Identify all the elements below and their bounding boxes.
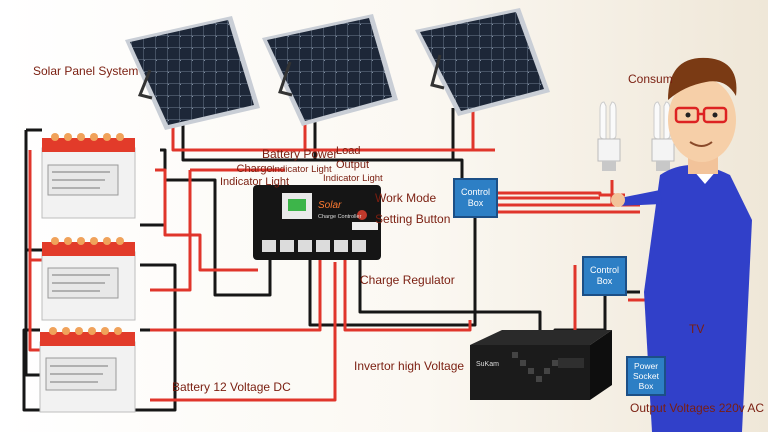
solar-panel-system-label: Solar Panel System (33, 64, 139, 78)
battery-label: Battery 12 Voltage DC (172, 380, 291, 394)
indicator-light-label: Indicator Light (272, 164, 332, 175)
presenter-character (611, 57, 752, 432)
solar-panel-3 (415, 8, 550, 116)
battery-power-label: Battery Power (262, 147, 338, 161)
controller-subtitle: Charge Controller (318, 214, 362, 220)
output-voltage-label: Output Voltages 220v AC (630, 401, 765, 415)
charge-indicator-label: Charge Indicator Light (220, 163, 290, 188)
inverter-label: Invertor high Voltage (354, 359, 465, 373)
solar-panel-2 (262, 14, 398, 126)
setting-button-label: Setting Button (375, 212, 451, 226)
controller-brand: Solar (318, 200, 342, 211)
charge-controller (253, 185, 381, 260)
battery-2 (41, 237, 136, 321)
output-indicator-light-label: Indicator Light (323, 173, 383, 184)
power-socket-box: Power Socket Box (626, 356, 666, 396)
battery-3 (39, 327, 136, 413)
consumer-label: Consum (628, 72, 673, 86)
control-box-1: Control Box (453, 178, 498, 218)
inverter-brand: SuKam (476, 361, 499, 368)
tv-label: TV (689, 322, 705, 336)
inverter (470, 330, 612, 400)
control-box-2: Control Box (582, 256, 627, 296)
bulb-icon (651, 101, 675, 171)
solar-panel-1 (125, 16, 260, 130)
battery-1 (41, 133, 136, 219)
load-output-label: Load Output (336, 145, 370, 171)
bulb-icon (597, 101, 621, 171)
charge-regulator-label: Charge Regulator (360, 273, 455, 287)
work-mode-label: Work Mode (375, 191, 437, 205)
